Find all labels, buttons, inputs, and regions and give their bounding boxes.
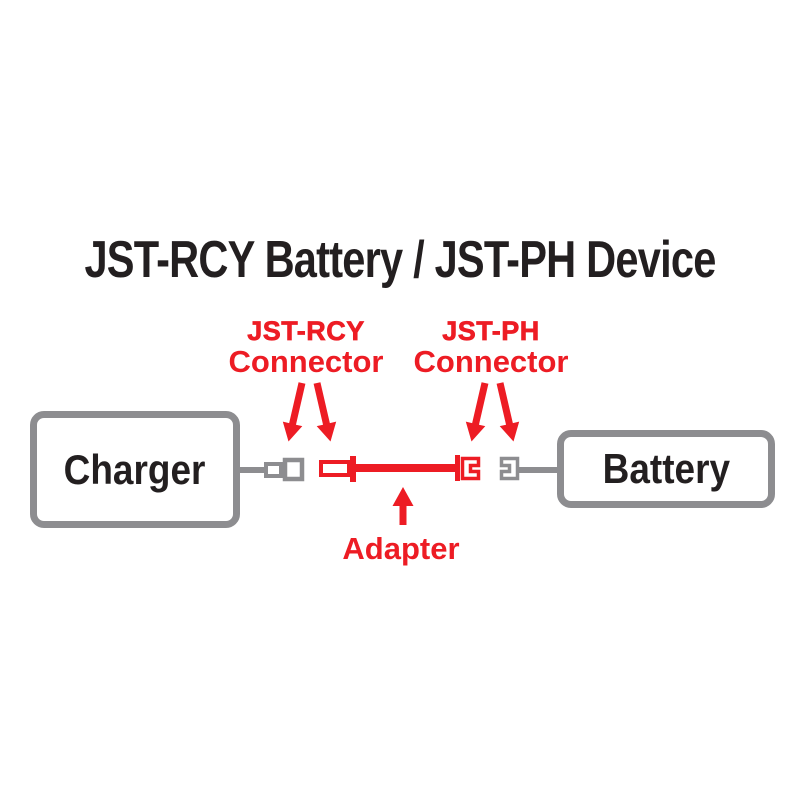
down-arrow-icon bbox=[282, 382, 306, 442]
jst-rcy-male-connector-shape bbox=[264, 462, 283, 478]
charger-box-label: Charger bbox=[64, 445, 206, 493]
jst-ph-connector-name: JST-PH bbox=[442, 316, 540, 346]
jst-ph-connector-label: JST-PH Connector bbox=[371, 317, 611, 378]
adapter-jst-ph-connector-flange bbox=[455, 455, 460, 481]
jst-ph-connector-type: Connector bbox=[413, 343, 569, 379]
adapter-jst-rcy-connector-shape bbox=[319, 460, 351, 477]
battery-wire bbox=[517, 467, 558, 473]
battery-box-label: Battery bbox=[602, 445, 730, 492]
jst-ph-device-connector-shape bbox=[499, 456, 520, 481]
battery-lead bbox=[499, 456, 558, 481]
charger-wire bbox=[236, 467, 267, 473]
adapter-jst-rcy-connector-flange bbox=[350, 456, 356, 482]
down-arrow-icon bbox=[313, 382, 337, 442]
charger-box: Charger bbox=[30, 411, 240, 528]
down-arrow-icon bbox=[496, 382, 520, 442]
jst-rcy-male-connector-housing bbox=[282, 457, 305, 482]
jst-rcy-connector-label: JST-RCY Connector bbox=[186, 317, 426, 378]
adapter-wire bbox=[356, 464, 456, 472]
adapter-cable bbox=[319, 455, 481, 482]
adapter-label: Adapter bbox=[342, 531, 460, 566]
charger-lead bbox=[236, 457, 305, 482]
adapter-jst-ph-connector-shape bbox=[460, 456, 481, 481]
down-arrow-icon bbox=[465, 382, 489, 442]
diagram-title: JST-RCY Battery / JST-PH Device bbox=[84, 231, 716, 289]
jst-rcy-connector-name: JST-RCY bbox=[247, 316, 365, 346]
jst-rcy-connector-type: Connector bbox=[228, 343, 384, 379]
battery-box: Battery bbox=[557, 430, 775, 508]
up-arrow-icon bbox=[392, 487, 414, 525]
